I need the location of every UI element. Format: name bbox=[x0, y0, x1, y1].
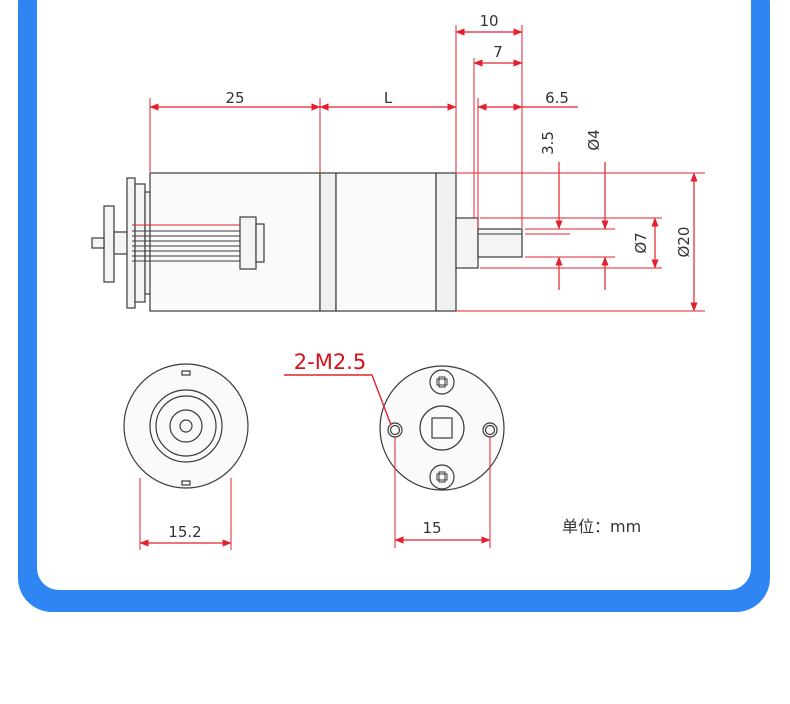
callout-leader bbox=[371, 374, 392, 426]
dim-label-10: 10 bbox=[479, 12, 498, 30]
gearbox-front-cap bbox=[435, 172, 457, 312]
encoder-disc bbox=[103, 205, 115, 283]
dim-label-25: 25 bbox=[225, 89, 244, 107]
rear-ring-4 bbox=[179, 419, 193, 433]
rear-view bbox=[123, 363, 249, 489]
dim-label-7: 7 bbox=[493, 43, 503, 61]
screw-bottom bbox=[429, 464, 455, 490]
screw-top-cross bbox=[436, 376, 448, 388]
rear-outer-circle bbox=[123, 363, 249, 489]
dim-label-d7: Ø7 bbox=[632, 232, 650, 253]
front-shaft-square bbox=[431, 417, 453, 439]
front-view bbox=[379, 365, 505, 491]
dim-label-15-2: 15.2 bbox=[168, 523, 201, 541]
rear-notch-bottom bbox=[181, 480, 191, 486]
right-dimensions bbox=[555, 162, 698, 312]
dim-label-d20: Ø20 bbox=[675, 227, 693, 258]
unit-label: 单位：mm bbox=[562, 517, 641, 536]
front-boss-circle bbox=[419, 405, 465, 451]
rear-notch-top bbox=[181, 370, 191, 376]
front-outer-circle bbox=[379, 365, 505, 491]
mount-hole-right-inner bbox=[484, 424, 496, 436]
dim-label-d4: Ø4 bbox=[585, 129, 603, 150]
output-boss bbox=[455, 217, 479, 269]
screw-bottom-cross bbox=[436, 471, 448, 483]
rear-ring-2 bbox=[155, 395, 217, 457]
rear-plate-inner bbox=[134, 183, 146, 303]
wire-connector-cap bbox=[255, 223, 265, 263]
rear-plate-outer bbox=[126, 177, 136, 309]
gearbox-spacer bbox=[319, 172, 337, 312]
mount-hole-left-inner bbox=[389, 424, 401, 436]
output-shaft bbox=[477, 228, 523, 258]
dim-label-15: 15 bbox=[422, 519, 441, 537]
rear-view-dimension bbox=[139, 478, 232, 550]
gearbox-body bbox=[335, 172, 437, 312]
side-view bbox=[91, 172, 523, 312]
rear-ring-1 bbox=[149, 389, 223, 463]
dim-label-L: L bbox=[384, 89, 393, 107]
motor-body bbox=[149, 172, 321, 312]
dim-label-6-5: 6.5 bbox=[545, 89, 569, 107]
screw-top bbox=[429, 369, 455, 395]
dim-label-3-5: 3.5 bbox=[539, 131, 557, 155]
mount-hole-callout: 2-M2.5 bbox=[294, 350, 366, 374]
top-dimensions bbox=[149, 28, 578, 111]
rear-ring-3 bbox=[169, 409, 203, 443]
front-view-dimension bbox=[284, 374, 491, 548]
rear-stub bbox=[91, 237, 105, 249]
wire-connector bbox=[239, 216, 257, 270]
wire-bundle bbox=[132, 224, 242, 262]
